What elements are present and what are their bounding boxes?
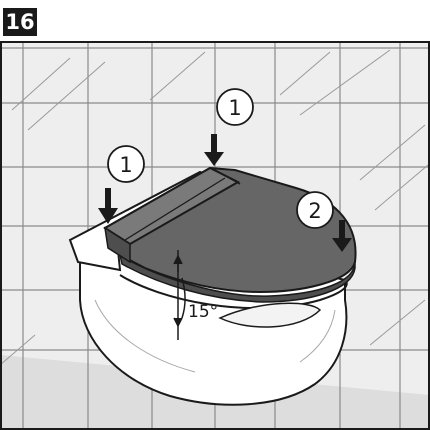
- figure-frame: [0, 41, 430, 430]
- arrow-middle: [204, 134, 224, 166]
- callout-1-left: 1: [107, 145, 145, 183]
- callout-label: 2: [308, 199, 321, 223]
- bowl-opening: [218, 302, 322, 328]
- arrow-left: [98, 188, 118, 224]
- callout-label: 1: [228, 96, 241, 120]
- bowl-contours: [94, 299, 336, 373]
- seat-rim: [118, 253, 356, 303]
- angle-label: 15°: [188, 302, 218, 322]
- callout-2: 2: [296, 191, 334, 229]
- step-number-badge: 16: [3, 8, 37, 36]
- callout-1-top: 1: [216, 88, 254, 126]
- arrow-right: [332, 220, 352, 252]
- callout-label: 1: [119, 153, 132, 177]
- wall-hatching: [0, 49, 429, 366]
- angle-indicator: [173, 250, 186, 340]
